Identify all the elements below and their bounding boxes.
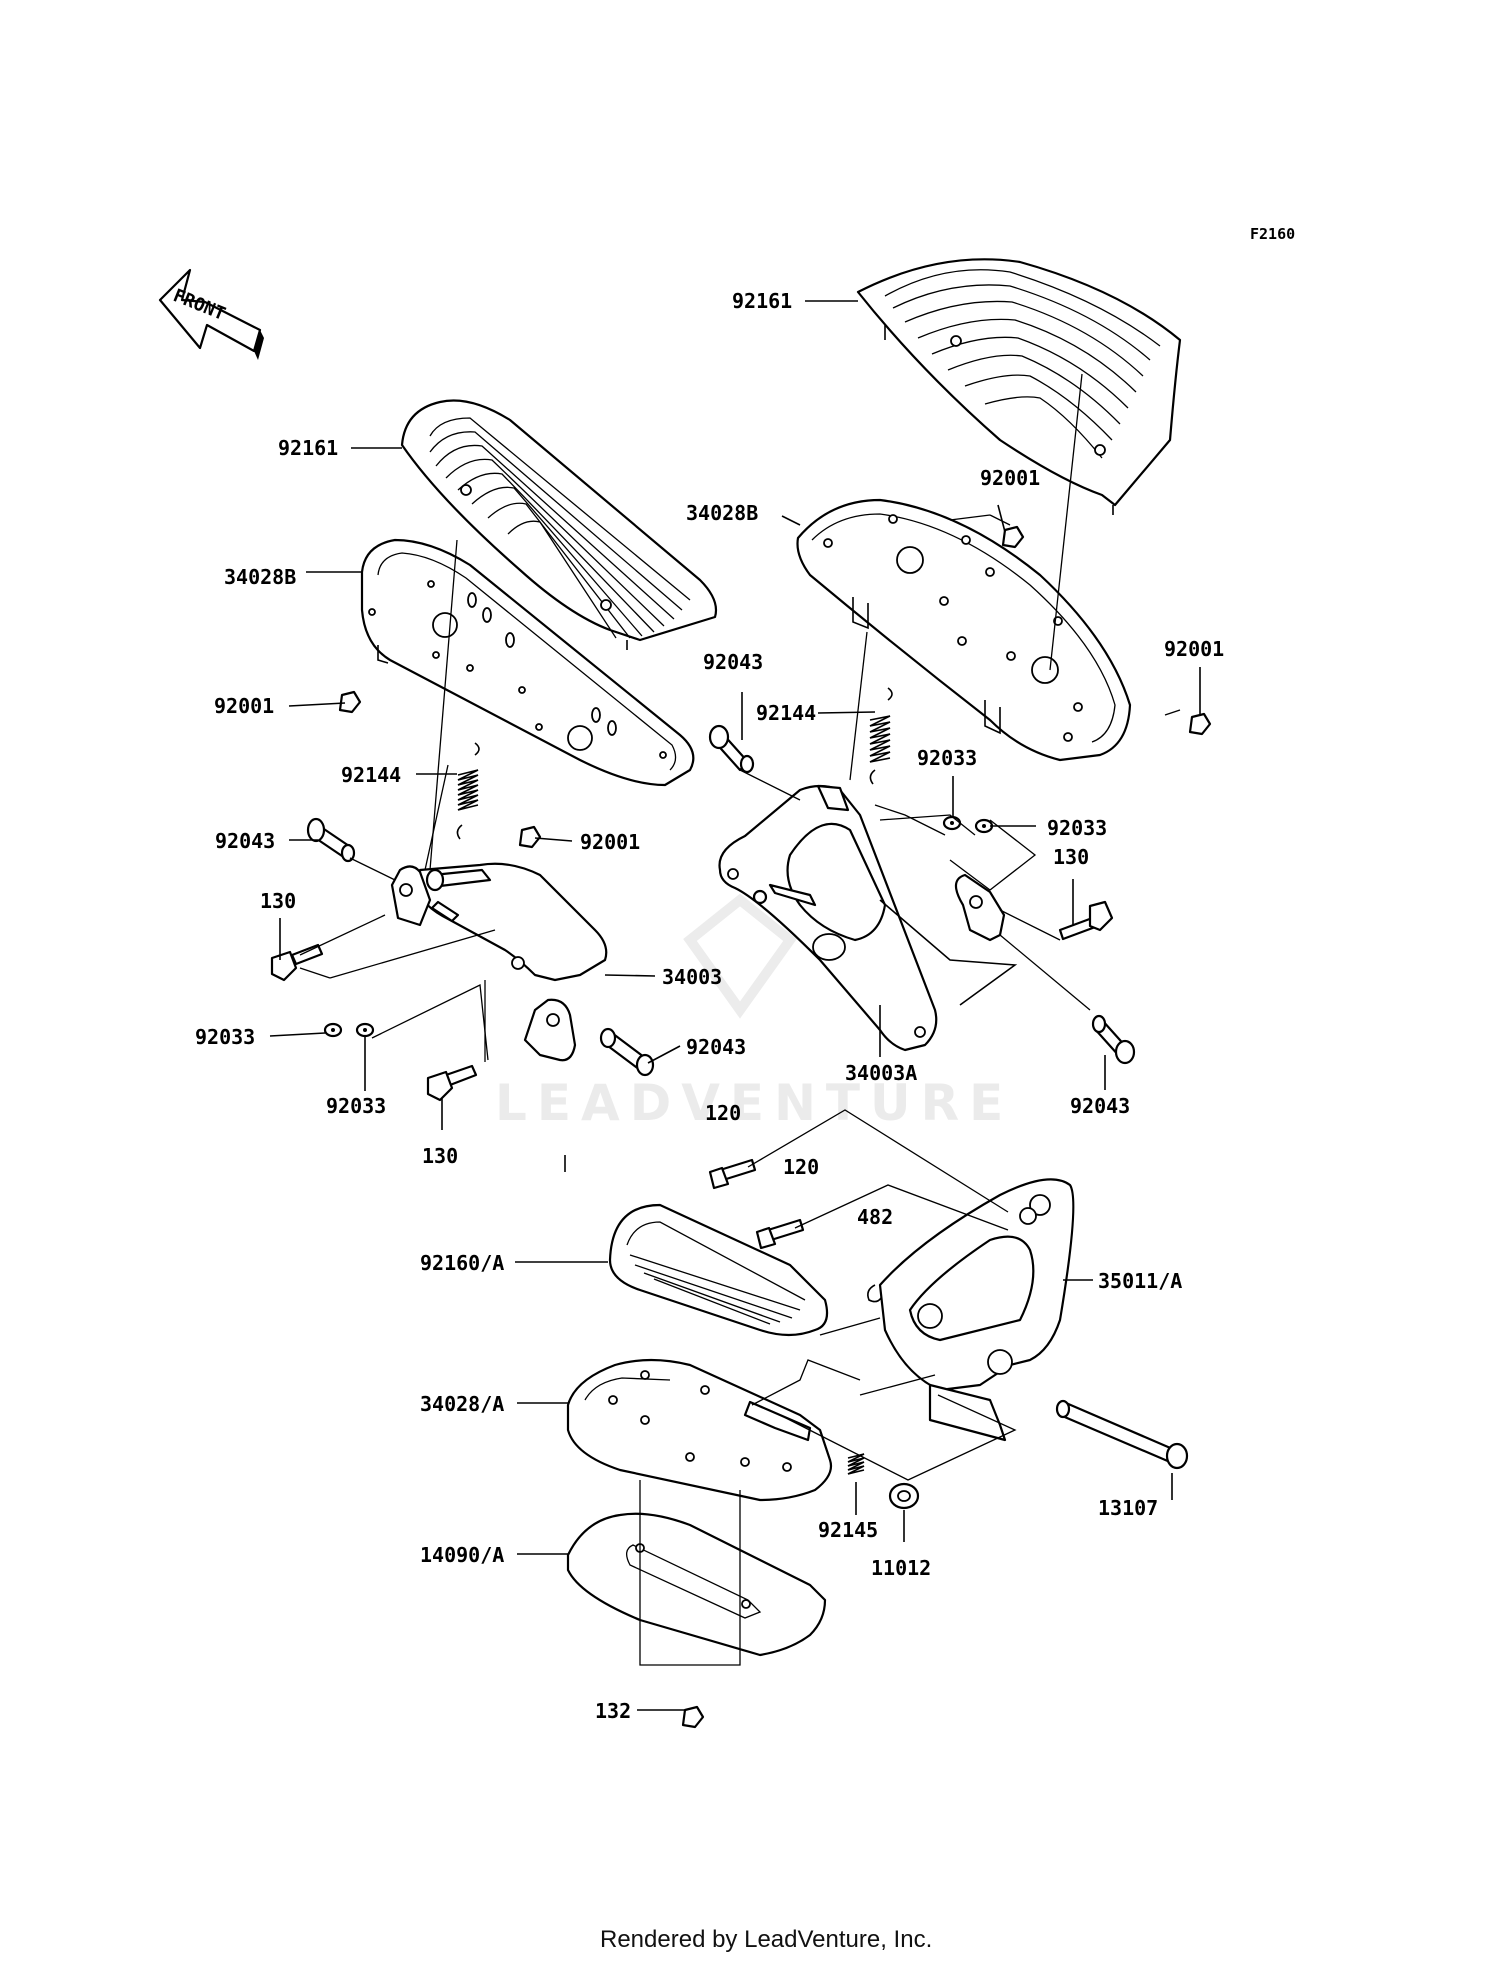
part-label: 92033 xyxy=(195,1025,255,1049)
left-clevis-pin-bottom xyxy=(599,1027,655,1077)
footer-credit: Rendered by LeadVenture, Inc. xyxy=(600,1926,932,1953)
part-label: 92161 xyxy=(732,289,792,313)
collar-11012 xyxy=(888,1482,920,1510)
passenger-bracket-35011A xyxy=(878,1178,1075,1442)
part-label: 120 xyxy=(705,1101,741,1125)
right-floorboard-base xyxy=(796,498,1132,762)
part-labels: 92161 92161 92001 34028B 34028B 92001 92… xyxy=(195,289,1224,1723)
left-nut-side xyxy=(338,690,362,714)
part-label: 92145 xyxy=(818,1518,878,1542)
left-clevis-pin-top xyxy=(306,817,356,863)
passenger-cover-14090A xyxy=(566,1512,827,1657)
part-label: 34003A xyxy=(845,1061,917,1085)
part-label: 130 xyxy=(422,1144,458,1168)
right-clevis-pin-bottom xyxy=(1091,1014,1136,1065)
left-bolt-130-bottom xyxy=(426,1064,478,1102)
right-clevis-pin-top xyxy=(708,724,755,774)
left-nut-bottom xyxy=(518,825,542,849)
watermark-text: LEADVENTURE xyxy=(495,1074,1013,1132)
part-label: 92043 xyxy=(215,829,275,853)
front-arrow-icon: FRONT xyxy=(158,268,264,360)
right-clip-b xyxy=(974,818,994,834)
passenger-pad-92160A xyxy=(608,1203,829,1337)
clip-482 xyxy=(867,1284,882,1303)
left-clip-a xyxy=(323,1022,343,1038)
part-label: 92001 xyxy=(580,830,640,854)
part-label: 92033 xyxy=(1047,816,1107,840)
pivot-pin-13107 xyxy=(1055,1399,1189,1470)
left-assembly-lines xyxy=(299,539,496,1062)
left-floorboard-base xyxy=(360,538,695,787)
left-spring xyxy=(456,742,480,840)
right-assembly-lines xyxy=(739,373,1181,1011)
bolt-120-b xyxy=(755,1218,805,1250)
part-label: 92033 xyxy=(326,1094,386,1118)
part-label: 92160/A xyxy=(420,1251,504,1275)
part-label: 34003 xyxy=(662,965,722,989)
nut-132 xyxy=(681,1705,705,1729)
leadventure-watermark: LEADVENTURE xyxy=(495,893,1013,1132)
part-label: 14090/A xyxy=(420,1543,504,1567)
part-label: 120 xyxy=(783,1155,819,1179)
label-leader-lines xyxy=(269,300,1201,1711)
part-label: 482 xyxy=(857,1205,893,1229)
part-label: 92001 xyxy=(1164,637,1224,661)
part-label: 92043 xyxy=(703,650,763,674)
part-label: 92001 xyxy=(214,694,274,718)
part-label: 92043 xyxy=(1070,1094,1130,1118)
bolt-120-a xyxy=(708,1158,757,1190)
left-clip-b xyxy=(355,1022,375,1038)
left-bracket-34003 xyxy=(390,862,608,1062)
diagram-code: F2160 xyxy=(1250,225,1295,243)
passenger-board-34028A xyxy=(566,1358,833,1502)
part-label: 130 xyxy=(260,889,296,913)
left-bolt-130-top xyxy=(270,943,324,982)
left-floorboard-pad xyxy=(400,399,718,650)
part-label: 92161 xyxy=(278,436,338,460)
part-label: 11012 xyxy=(871,1556,931,1580)
part-label: 130 xyxy=(1053,845,1089,869)
right-clip-a xyxy=(942,815,962,831)
part-label: 132 xyxy=(595,1699,631,1723)
spring-92145 xyxy=(847,1453,865,1475)
right-bolt-130 xyxy=(1058,900,1114,941)
part-label: 92043 xyxy=(686,1035,746,1059)
right-bracket-34003A xyxy=(718,784,1018,1052)
part-label: 34028/A xyxy=(420,1392,504,1416)
part-label: 92033 xyxy=(917,746,977,770)
right-floorboard-pad xyxy=(856,258,1182,515)
part-label: 35011/A xyxy=(1098,1269,1182,1293)
part-label: 13107 xyxy=(1098,1496,1158,1520)
part-label: 34028B xyxy=(224,565,296,589)
part-label: 34028B xyxy=(686,501,758,525)
right-nut-side xyxy=(1188,712,1212,736)
part-label: 92001 xyxy=(980,466,1040,490)
part-label: 92144 xyxy=(756,701,816,725)
part-label: 92144 xyxy=(341,763,401,787)
right-nut-top xyxy=(1001,525,1025,549)
lower-assembly-lines xyxy=(639,1109,1017,1666)
right-spring xyxy=(869,687,893,785)
